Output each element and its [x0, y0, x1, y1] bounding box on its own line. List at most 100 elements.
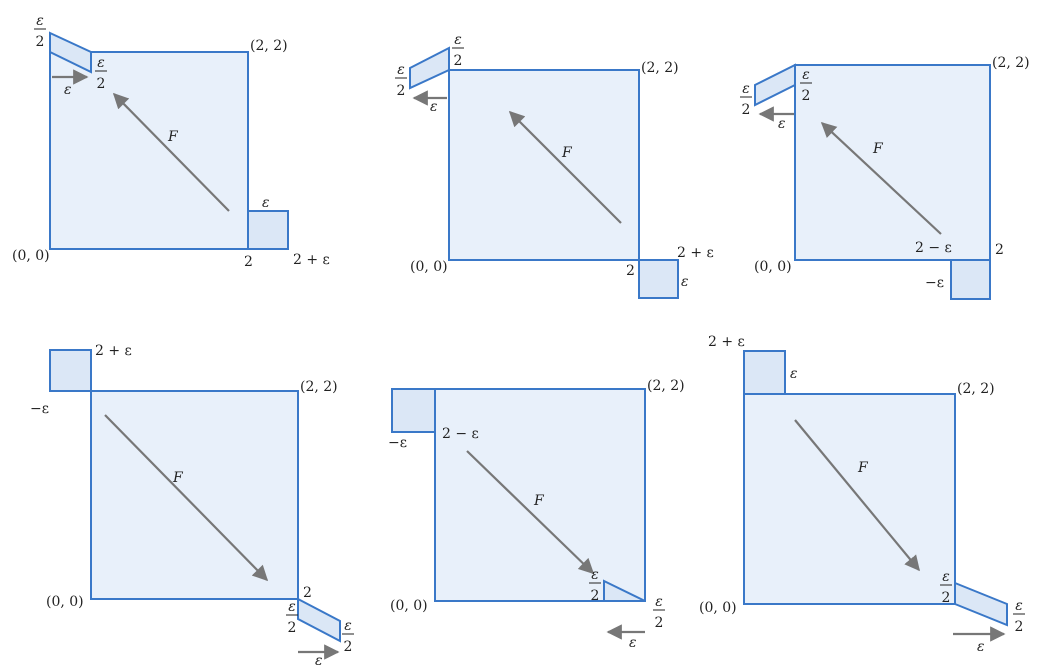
ghost-square	[638, 259, 679, 299]
force-arrow	[820, 121, 942, 235]
corner-label: (2, 2)	[647, 378, 685, 394]
svg-text:2: 2	[802, 88, 811, 104]
svg-text:2: 2	[288, 620, 297, 636]
ghost-wedge	[603, 579, 646, 602]
tick-label: 2 − ε	[915, 240, 952, 256]
tick-label: 2 + ε	[677, 245, 714, 261]
eps-label: ε	[977, 639, 985, 655]
panel-4: F 2 + ε −ε (2, 2) (0, 0) 2 ε 2 ε 2 ε	[30, 343, 354, 669]
corner-label: (2, 2)	[957, 381, 995, 397]
frac-eps-half: ε 2	[34, 13, 46, 50]
unit-square	[448, 69, 640, 261]
origin-label: (0, 0)	[390, 598, 428, 614]
svg-text:ε: ε	[1015, 598, 1023, 614]
corner-label: (2, 2)	[992, 55, 1030, 71]
force-arrow	[104, 414, 269, 582]
frac-eps-half: ε 2	[589, 567, 601, 604]
ghost-square	[950, 259, 991, 300]
svg-text:ε: ε	[36, 13, 44, 29]
tick-label: 2	[626, 263, 635, 279]
ghost-square	[743, 350, 786, 395]
eps-label: ε	[778, 116, 786, 132]
force-arrow	[794, 419, 920, 572]
svg-text:ε: ε	[655, 594, 663, 610]
frac-eps-half: ε 2	[95, 55, 107, 92]
svg-text:2: 2	[591, 588, 600, 604]
force-arrow	[112, 92, 230, 212]
corner-label: (2, 2)	[300, 379, 338, 395]
svg-text:2: 2	[36, 34, 45, 50]
force-label: F	[172, 470, 184, 486]
ghost-wedge	[754, 63, 796, 107]
svg-text:2: 2	[942, 590, 951, 606]
eps-label: ε	[315, 653, 323, 669]
origin-label: (0, 0)	[754, 259, 792, 275]
svg-text:2: 2	[742, 102, 751, 118]
corner-label: (2, 2)	[641, 60, 679, 76]
frac-eps-half: ε 2	[286, 599, 298, 636]
ghost-wedge	[409, 46, 450, 90]
eps-label: ε	[790, 366, 798, 382]
frac-eps-half: ε 2	[800, 67, 812, 104]
tick-label: 2 + ε	[293, 252, 330, 268]
svg-text:ε: ε	[344, 618, 352, 634]
panel-1: F ε 2 ε 2 ε (2, 2) (0, 0) 2 2 + ε ε	[12, 13, 330, 270]
force-label: F	[167, 129, 179, 145]
ghost-square	[391, 388, 436, 433]
svg-text:ε: ε	[802, 67, 810, 83]
frac-eps-half: ε 2	[1013, 598, 1025, 635]
tick-label: 2 + ε	[708, 334, 745, 350]
ghost-wedge	[49, 31, 92, 74]
force-arrow	[508, 110, 622, 224]
svg-text:2: 2	[97, 76, 106, 92]
svg-text:2: 2	[1015, 619, 1024, 635]
frac-eps-half: ε 2	[452, 32, 464, 69]
frac-eps-half: ε 2	[653, 594, 665, 631]
ghost-wedge	[954, 581, 1008, 627]
eps-label: ε	[629, 635, 637, 651]
panel-3: F ε 2 ε 2 ε (2, 2) (0, 0) 2 − ε 2 −ε	[740, 55, 1030, 300]
tick-label: 2 + ε	[95, 343, 132, 359]
force-arrow	[466, 450, 595, 575]
svg-text:ε: ε	[397, 62, 405, 78]
tick-label: −ε	[30, 401, 49, 417]
tick-label: −ε	[388, 435, 407, 451]
tick-label: 2	[995, 242, 1004, 258]
svg-text:ε: ε	[742, 81, 750, 97]
eps-label: ε	[430, 99, 438, 115]
svg-text:ε: ε	[97, 55, 105, 71]
svg-text:ε: ε	[454, 32, 462, 48]
force-label: F	[872, 141, 884, 157]
panel-6: F 2 + ε ε (2, 2) (0, 0) ε 2 ε 2 ε	[699, 334, 1025, 655]
tick-label: 2 − ε	[442, 426, 479, 442]
origin-label: (0, 0)	[12, 248, 50, 264]
corner-label: (2, 2)	[250, 38, 288, 54]
origin-label: (0, 0)	[46, 594, 84, 610]
force-label: F	[533, 493, 545, 509]
unit-square	[434, 388, 646, 602]
svg-text:2: 2	[397, 83, 406, 99]
svg-text:2: 2	[454, 53, 463, 69]
origin-label: (0, 0)	[699, 600, 737, 616]
ghost-square	[49, 349, 92, 392]
origin-label: (0, 0)	[410, 259, 448, 275]
frac-eps-half: ε 2	[342, 618, 354, 655]
eps-label: ε	[681, 274, 689, 290]
unit-square	[743, 393, 956, 605]
svg-text:2: 2	[655, 615, 664, 631]
svg-text:ε: ε	[942, 569, 950, 585]
force-label: F	[857, 460, 869, 476]
ghost-square	[247, 210, 289, 250]
panel-5: F −ε 2 − ε (2, 2) (0, 0) ε 2 ε 2 ε	[388, 378, 685, 651]
frac-eps-half: ε 2	[395, 62, 407, 99]
svg-text:ε: ε	[288, 599, 296, 615]
panel-2: F ε 2 ε 2 ε (2, 2) (0, 0) 2 2 + ε ε	[395, 32, 714, 299]
svg-text:2: 2	[344, 639, 353, 655]
tick-label: 2	[244, 254, 253, 270]
unit-square	[794, 64, 991, 261]
unit-square	[90, 390, 299, 600]
frac-eps-half: ε 2	[740, 81, 752, 118]
svg-text:ε: ε	[591, 567, 599, 583]
unit-square	[49, 51, 249, 250]
force-label: F	[561, 145, 573, 161]
